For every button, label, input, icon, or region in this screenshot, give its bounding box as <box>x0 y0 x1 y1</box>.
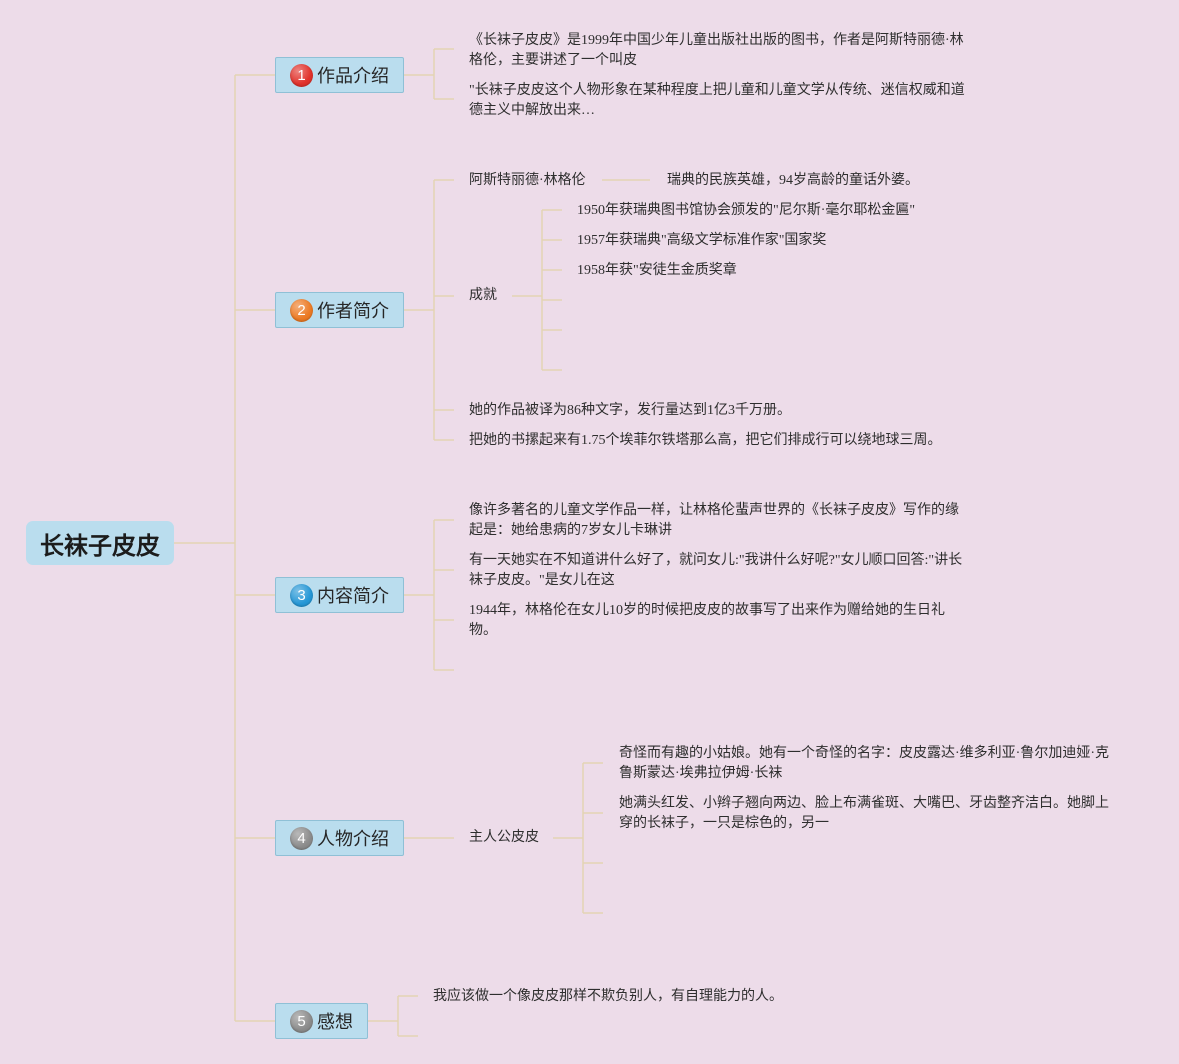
topic-story-origin[interactable]: 像许多著名的儿童文学作品一样，让林格伦蜚声世界的《长袜子皮皮》写作的缘起是：她给… <box>469 503 959 538</box>
topic-translation-fact[interactable]: 她的作品被译为86种文字，发行量达到1亿3千万册。 <box>469 403 791 418</box>
achievement-item[interactable]: 1950年获瑞典图书馆协会颁发的"尼尔斯·毫尔耶松金匾" <box>577 203 916 218</box>
topic-author-name[interactable]: 阿斯特丽德·林格伦 <box>469 173 586 188</box>
topic-character-significance[interactable]: "长袜子皮皮这个人物形象在某种程度上把儿童和儿童文学从传统、迷信权威和道德主义中… <box>469 83 965 118</box>
branch-3-connectors <box>404 519 454 671</box>
topic-book-overview[interactable]: 《长袜子皮皮》是1999年中国少年儿童出版社出版的图书，作者是阿斯特丽德·林格伦… <box>469 33 964 68</box>
branch-4-connectors <box>404 762 603 914</box>
topic-achievements[interactable]: 成就 <box>469 288 497 303</box>
topic-birthday-gift[interactable]: 1944年，林格伦在女儿10岁的时候把皮皮的故事写了出来作为赠给她的生日礼物。 <box>469 603 945 638</box>
number-4-marker-icon: 4 <box>290 826 313 850</box>
branch-label: 作者简介 <box>317 301 389 321</box>
branch-node-reflection[interactable]: 5 感想 <box>275 1003 368 1039</box>
topic-daughter-request[interactable]: 有一天她实在不知道讲什么好了，就问女儿:"我讲什么好呢?"女儿顺口回答:"讲长袜… <box>469 553 963 588</box>
number-1-marker-icon: 1 <box>290 63 313 87</box>
topic-reflection[interactable]: 我应该做一个像皮皮那样不欺负别人，有自理能力的人。 <box>433 989 783 1004</box>
achievements-connectors <box>512 209 562 371</box>
branch-5-connectors <box>368 995 418 1037</box>
topic-author-description[interactable]: 瑞典的民族英雄，94岁高龄的童话外婆。 <box>667 173 919 188</box>
branch-label: 内容简介 <box>317 586 389 606</box>
achievement-item[interactable]: 1958年获"安徒生金质奖章 <box>577 263 737 278</box>
branch-2-connectors <box>404 179 454 441</box>
branch-label: 人物介绍 <box>317 829 389 849</box>
number-3-marker-icon: 3 <box>290 583 313 607</box>
topic-protagonist-name[interactable]: 奇怪而有趣的小姑娘。她有一个奇怪的名字：皮皮露达·维多利亚·鲁尔加迪娅·克鲁斯蒙… <box>619 746 1109 781</box>
branch-node-content-intro[interactable]: 3 内容简介 <box>275 577 404 613</box>
branch-1-connectors <box>404 48 454 100</box>
achievement-item[interactable]: 1957年获瑞典"高级文学标准作家"国家奖 <box>577 233 827 248</box>
topic-protagonist-appearance[interactable]: 她满头红发、小辫子翘向两边、脸上布满雀斑、大嘴巴、牙齿整齐洁白。她脚上穿的长袜子… <box>619 796 1109 831</box>
topic-protagonist[interactable]: 主人公皮皮 <box>469 830 539 845</box>
branch-links <box>235 74 275 1022</box>
root-title: 长袜子皮皮 <box>40 532 160 560</box>
branch-node-author-intro[interactable]: 2 作者简介 <box>275 292 404 328</box>
branch-node-character-intro[interactable]: 4 人物介绍 <box>275 820 404 856</box>
number-2-marker-icon: 2 <box>290 298 313 322</box>
branch-label: 感想 <box>317 1012 353 1032</box>
branch-label: 作品介绍 <box>317 66 389 86</box>
number-5-marker-icon: 5 <box>290 1009 313 1033</box>
root-node[interactable]: 长袜子皮皮 <box>26 521 174 565</box>
branch-node-work-intro[interactable]: 1 作品介绍 <box>275 57 404 93</box>
topic-book-stack-fact[interactable]: 把她的书摞起来有1.75个埃菲尔铁塔那么高，把它们排成行可以绕地球三周。 <box>469 433 942 448</box>
